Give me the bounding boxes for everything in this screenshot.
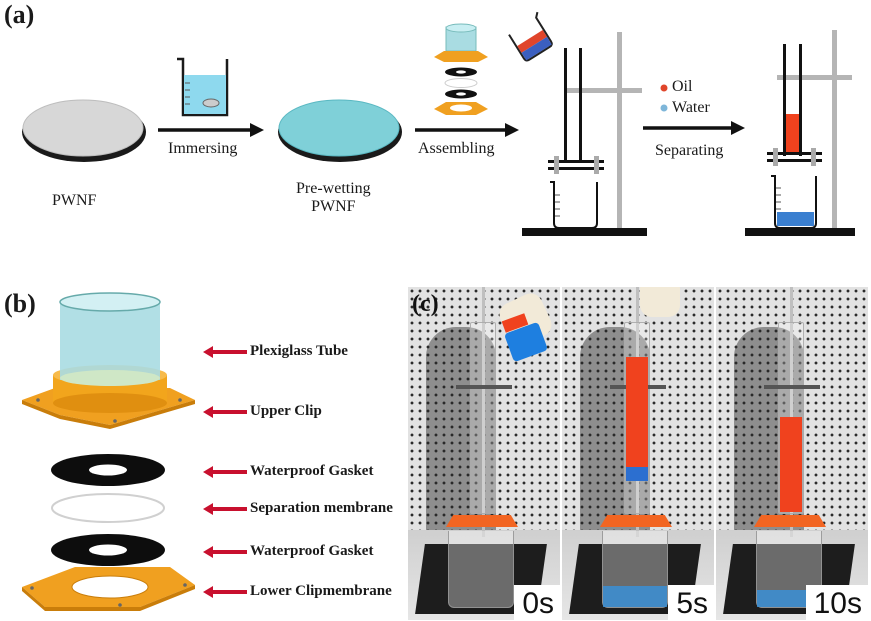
step-immersing-label: Immersing [168, 140, 238, 157]
prewet-caption-line1: Pre-wetting [296, 180, 371, 197]
time-label-0s: 0s [514, 585, 560, 620]
arrow-assembling-icon [415, 123, 519, 137]
photo-frame-10s: 10s [716, 287, 868, 620]
beaker-immersing-icon [177, 57, 229, 117]
oil-legend-dot [660, 84, 668, 92]
oil-column [626, 357, 648, 467]
red-arrow-icon [203, 503, 247, 515]
prewet-caption: Pre-wetting PWNF [296, 180, 371, 217]
time-label-5s: 5s [668, 585, 714, 620]
prewet-pwnf-disk [278, 99, 402, 162]
photo-frame-5s: 5s [562, 287, 714, 620]
component-label-waterproof-gasket-1: Waterproof Gasket [250, 463, 374, 479]
time-label-10s: 10s [805, 585, 868, 620]
waterproof-gasket-lower [51, 534, 165, 566]
panel-c-label: (c) [412, 291, 439, 317]
legend-water-label: Water [672, 99, 710, 116]
pwnf-caption: PWNF [52, 192, 97, 209]
hand [640, 287, 680, 317]
arrow-immersing-icon [158, 123, 264, 137]
water-layer [626, 467, 648, 481]
step-assembling-label: Assembling [418, 140, 495, 157]
red-arrow-icon [203, 586, 247, 598]
panel-a-label: (a) [4, 0, 35, 29]
legend-oil-label: Oil [672, 78, 693, 95]
component-label-plexiglass-tube: Plexiglass Tube [250, 343, 348, 359]
water-legend-dot [660, 104, 668, 112]
panel-b-label: (b) [4, 289, 36, 318]
red-arrow-icon [203, 466, 247, 478]
prewet-caption-line2: PWNF [311, 198, 356, 216]
apparatus-before-icon [508, 11, 647, 236]
legend-dots [660, 84, 668, 112]
component-label-waterproof-gasket-2: Waterproof Gasket [250, 543, 374, 559]
red-arrow-icon [203, 346, 247, 358]
pwnf-disk [22, 99, 146, 162]
upper-assembly-illustration [22, 292, 195, 429]
waterproof-gasket-upper [51, 454, 165, 486]
separation-membrane [51, 493, 165, 523]
arrow-separating-icon [643, 121, 745, 135]
component-label-upper-clip: Upper Clip [250, 403, 322, 419]
component-label-separation-membrane: Separation membrane [250, 500, 393, 516]
assembly-stack-icon [434, 23, 488, 115]
lower-clip [22, 567, 195, 611]
step-separating-label: Separating [655, 142, 724, 159]
oil-column [780, 417, 802, 512]
component-label-lower-clip: Lower Clipmembrane [250, 583, 392, 599]
red-arrow-icon [203, 406, 247, 418]
apparatus-after-icon [745, 30, 855, 236]
photo-frame-0s: (c) 0s [408, 287, 560, 620]
red-arrow-icon [203, 546, 247, 558]
